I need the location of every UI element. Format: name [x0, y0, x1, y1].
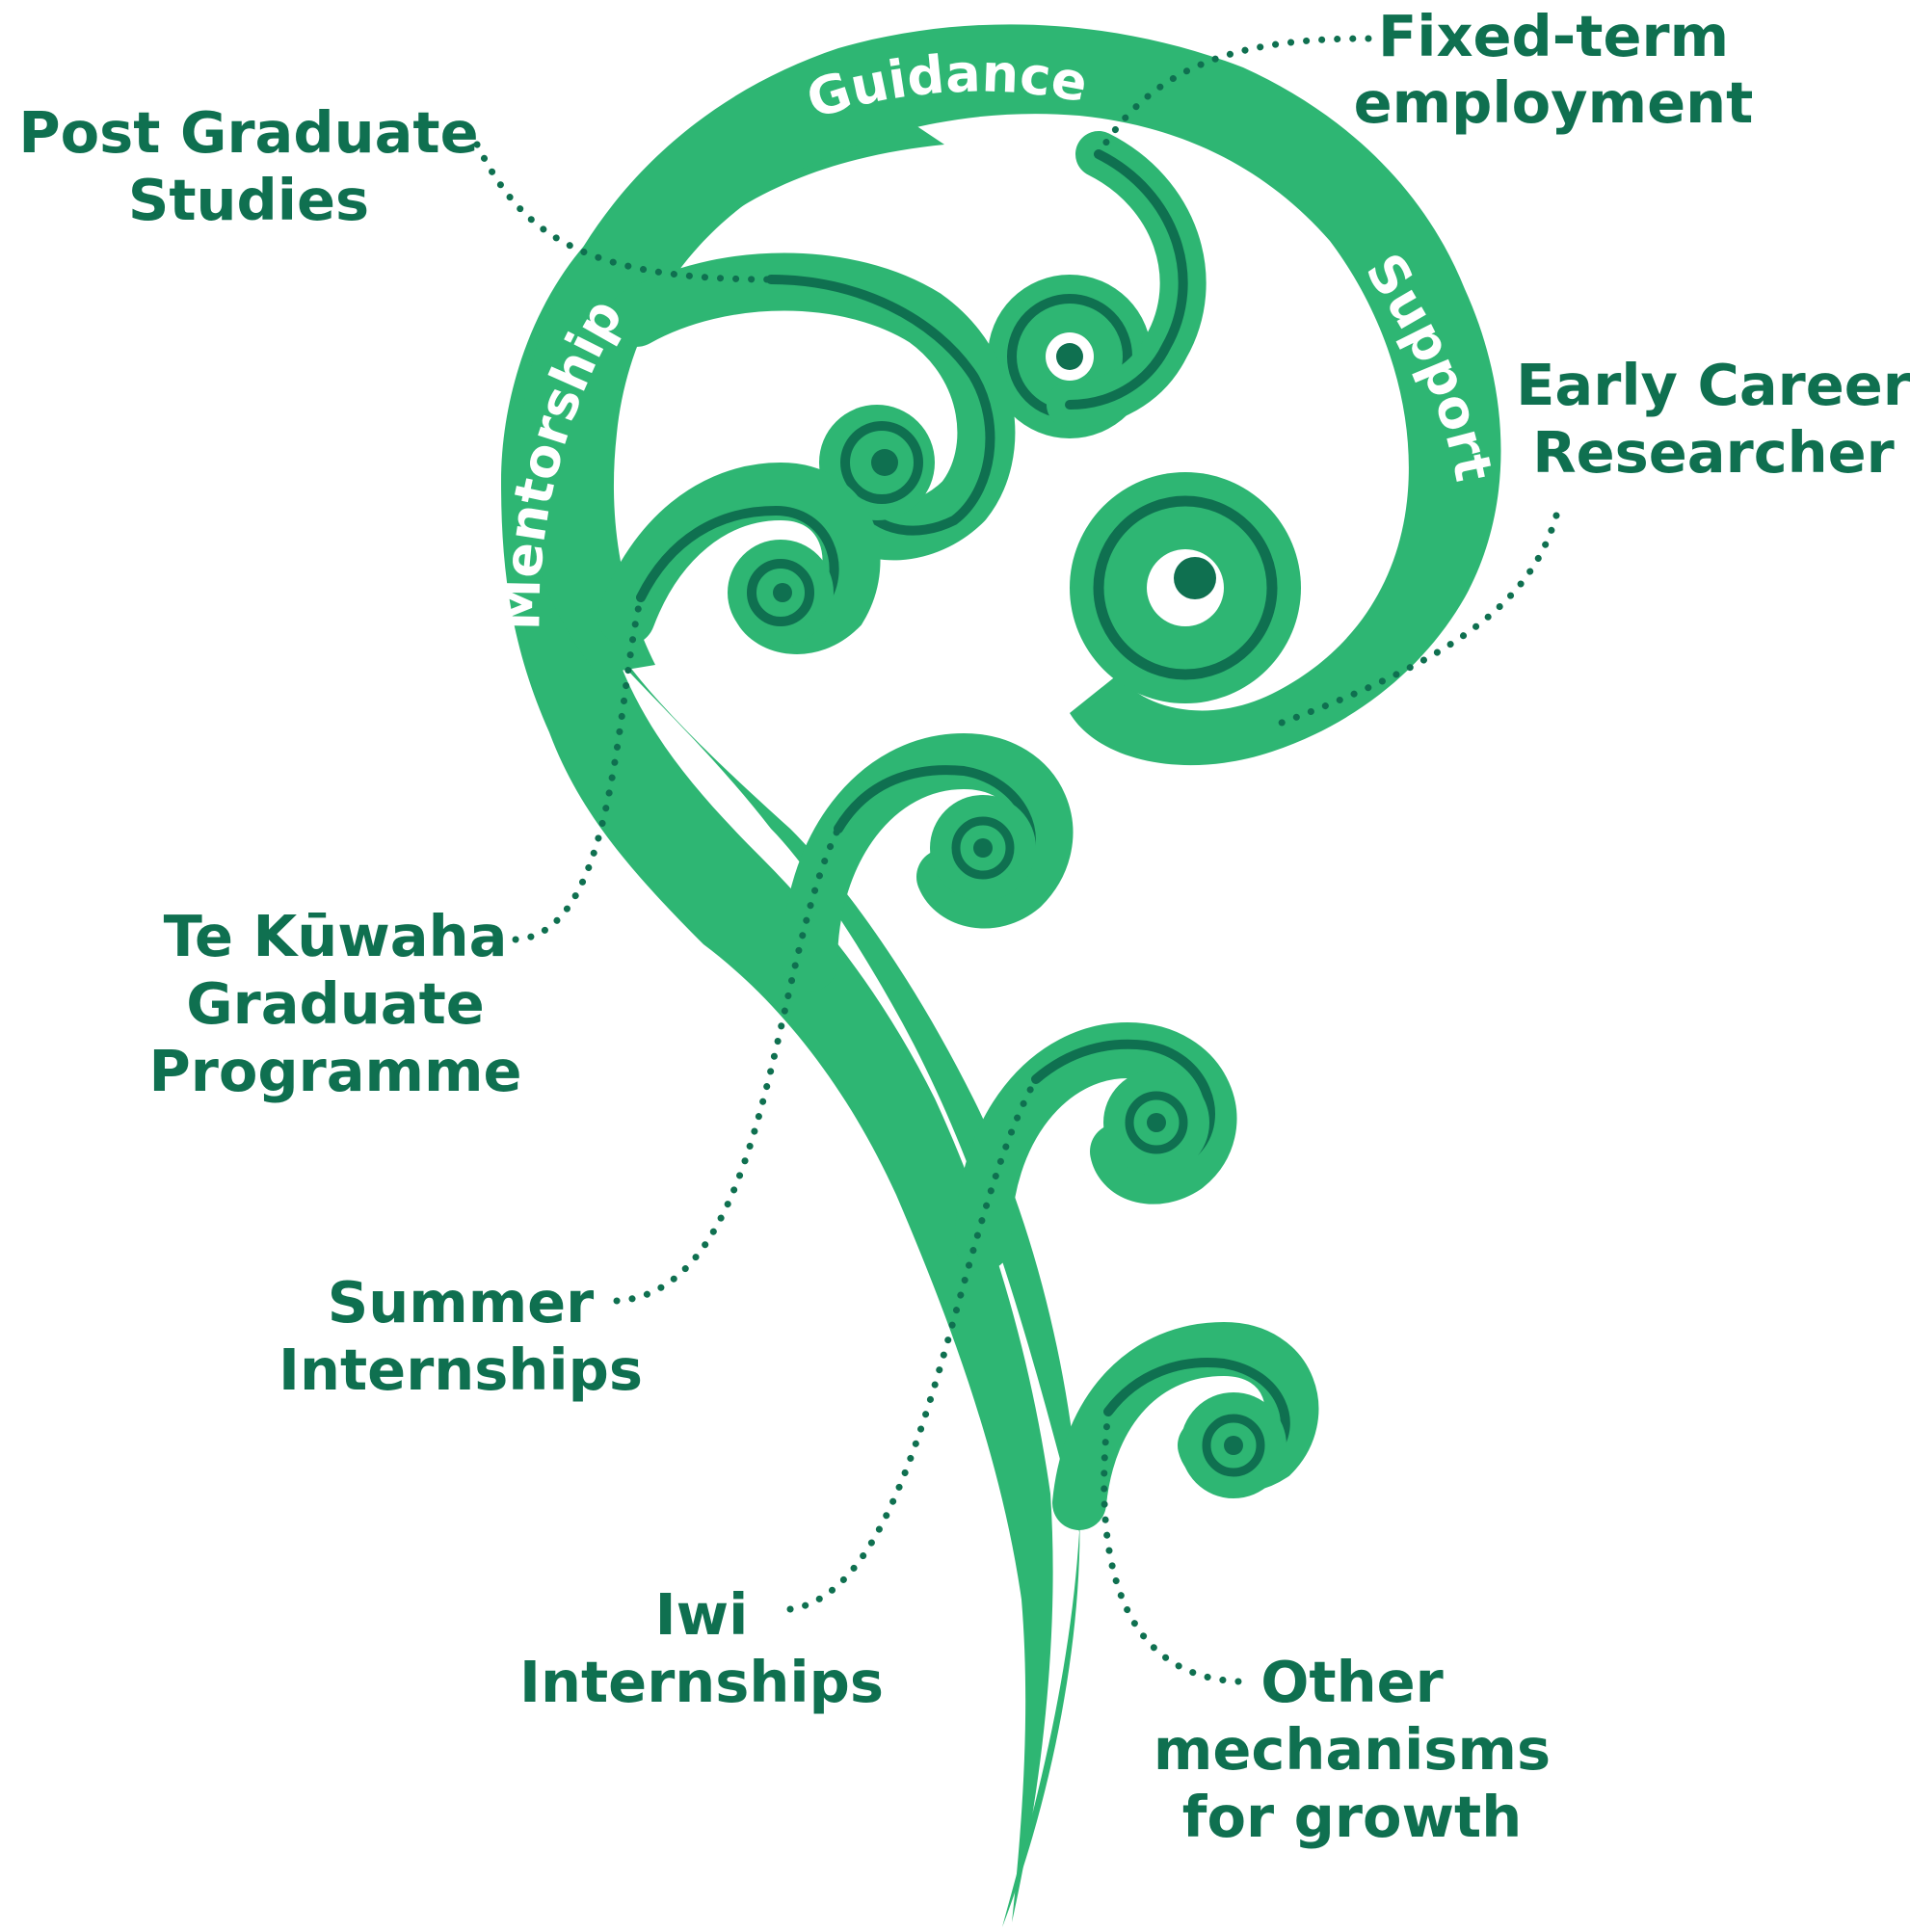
label-te-kuwaha: Te Kūwaha Graduate Programme: [149, 903, 522, 1104]
label-summer-line2: Internships: [279, 1337, 643, 1403]
label-other: Other mechanisms for growth: [1154, 1649, 1551, 1850]
label-post-graduate-line2: Studies: [128, 167, 369, 233]
leader-other: [1101, 1408, 1242, 1685]
label-summer: Summer Internships: [279, 1269, 643, 1403]
label-fixed-term: Fixed-term employment: [1354, 3, 1754, 136]
label-other-line1: Other: [1260, 1649, 1443, 1715]
leader-post-graduate: [473, 141, 775, 283]
leader-early-career: [1278, 512, 1560, 727]
label-iwi-line1: Iwi: [655, 1581, 749, 1648]
label-early-career-line1: Early Career: [1516, 352, 1910, 418]
leader-lines: [473, 35, 1560, 1685]
leader-fixed-term: [1095, 35, 1372, 158]
label-post-graduate: Post Graduate Studies: [18, 99, 478, 233]
label-fixed-term-line1: Fixed-term: [1378, 3, 1729, 69]
label-fixed-term-line2: employment: [1354, 69, 1754, 136]
label-other-line3: for growth: [1182, 1784, 1522, 1850]
label-te-kuwaha-line2: Graduate: [186, 970, 485, 1037]
leader-iwi: [786, 1075, 1040, 1613]
label-iwi-line2: Internships: [519, 1649, 884, 1715]
label-early-career-line2: Researcher: [1532, 419, 1895, 486]
label-summer-line1: Summer: [328, 1269, 595, 1336]
fern-illustration: [501, 24, 1501, 1927]
label-post-graduate-line1: Post Graduate: [18, 99, 478, 166]
leader-summer: [613, 825, 842, 1305]
label-te-kuwaha-line3: Programme: [149, 1038, 522, 1104]
label-early-career: Early Career Researcher: [1516, 352, 1910, 486]
label-te-kuwaha-line1: Te Kūwaha: [164, 903, 508, 969]
label-other-line2: mechanisms: [1154, 1716, 1551, 1783]
label-iwi: Iwi Internships: [519, 1581, 884, 1715]
fern-stem-body: [501, 106, 1053, 1922]
